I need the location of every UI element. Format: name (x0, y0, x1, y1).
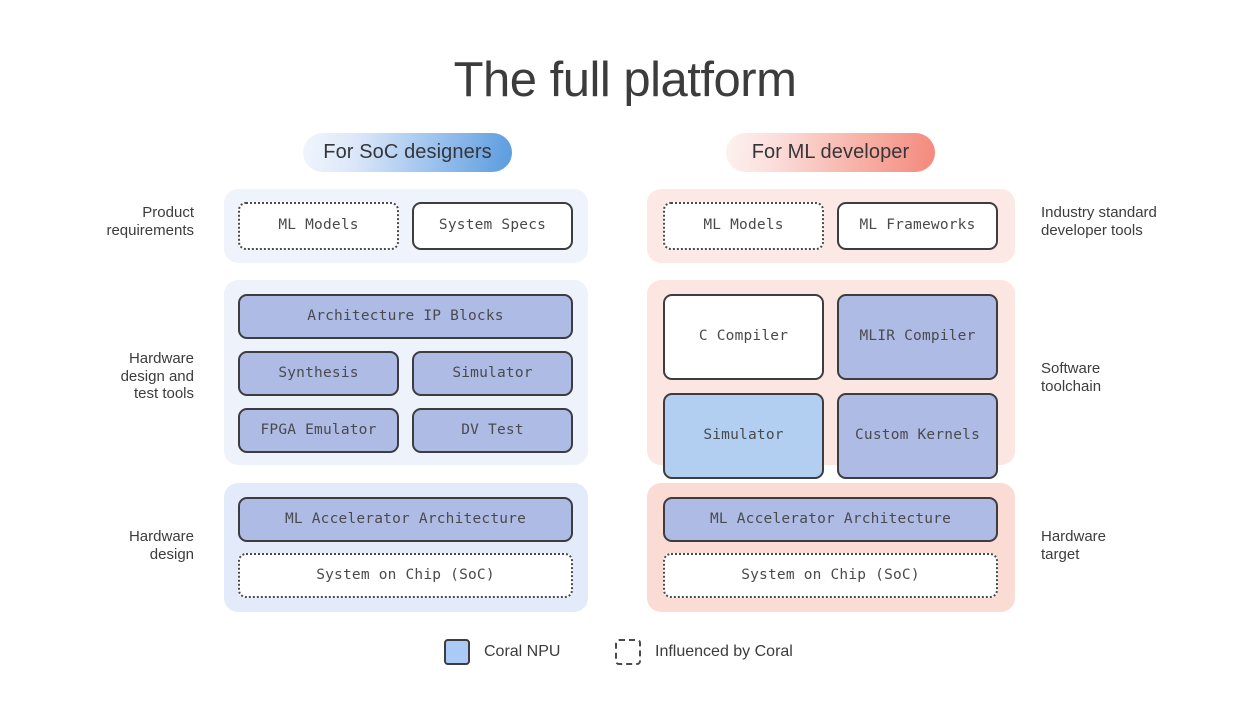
box-synthesis[interactable]: Synthesis (238, 351, 399, 396)
page-title: The full platform (453, 53, 797, 107)
box-ml-models[interactable]: ML Models (663, 202, 824, 250)
legend-swatch-dashed-icon (615, 639, 641, 665)
pill-label: For SoC designers (323, 141, 492, 163)
legend-label: Coral NPU (484, 643, 561, 660)
panel-hardware-design: ML Accelerator Architecture System on Ch… (224, 483, 588, 612)
box-c-compiler[interactable]: C Compiler (663, 294, 824, 380)
box-simulator[interactable]: Simulator (412, 351, 573, 396)
panel-hardware-design-and-test-tools: Architecture IP Blocks Synthesis Simulat… (224, 280, 588, 465)
legend-swatch-filled-icon (444, 639, 470, 665)
box-dv-test[interactable]: DV Test (412, 408, 573, 453)
box-ml-accelerator-architecture[interactable]: ML Accelerator Architecture (663, 497, 998, 542)
box-system-on-chip[interactable]: System on Chip (SoC) (238, 553, 573, 598)
box-fpga-emulator[interactable]: FPGA Emulator (238, 408, 399, 453)
panel-product-requirements: ML Models System Specs (224, 189, 588, 263)
box-simulator[interactable]: Simulator (663, 393, 824, 479)
legend-label: Influenced by Coral (655, 643, 793, 660)
column-pill-ml-developer[interactable]: For ML developer (726, 133, 935, 172)
box-mlir-compiler[interactable]: MLIR Compiler (837, 294, 998, 380)
box-architecture-ip-blocks[interactable]: Architecture IP Blocks (238, 294, 573, 339)
pill-label: For ML developer (751, 141, 910, 163)
box-ml-frameworks[interactable]: ML Frameworks (837, 202, 998, 250)
box-ml-models[interactable]: ML Models (238, 202, 399, 250)
column-pill-soc-designers[interactable]: For SoC designers (303, 133, 512, 172)
box-system-specs[interactable]: System Specs (412, 202, 573, 250)
panel-software-toolchain: C Compiler MLIR Compiler Simulator Custo… (647, 280, 1015, 479)
box-system-on-chip[interactable]: System on Chip (SoC) (663, 553, 998, 598)
panel-hardware-target: ML Accelerator Architecture System on Ch… (647, 483, 1015, 612)
legend-item-influenced-by-coral: Influenced by Coral (615, 639, 793, 665)
legend-item-coral-npu: Coral NPU (444, 639, 560, 665)
box-ml-accelerator-architecture[interactable]: ML Accelerator Architecture (238, 497, 573, 542)
box-custom-kernels[interactable]: Custom Kernels (837, 393, 998, 479)
panel-industry-standard-developer-tools: ML Models ML Frameworks (647, 189, 1015, 263)
